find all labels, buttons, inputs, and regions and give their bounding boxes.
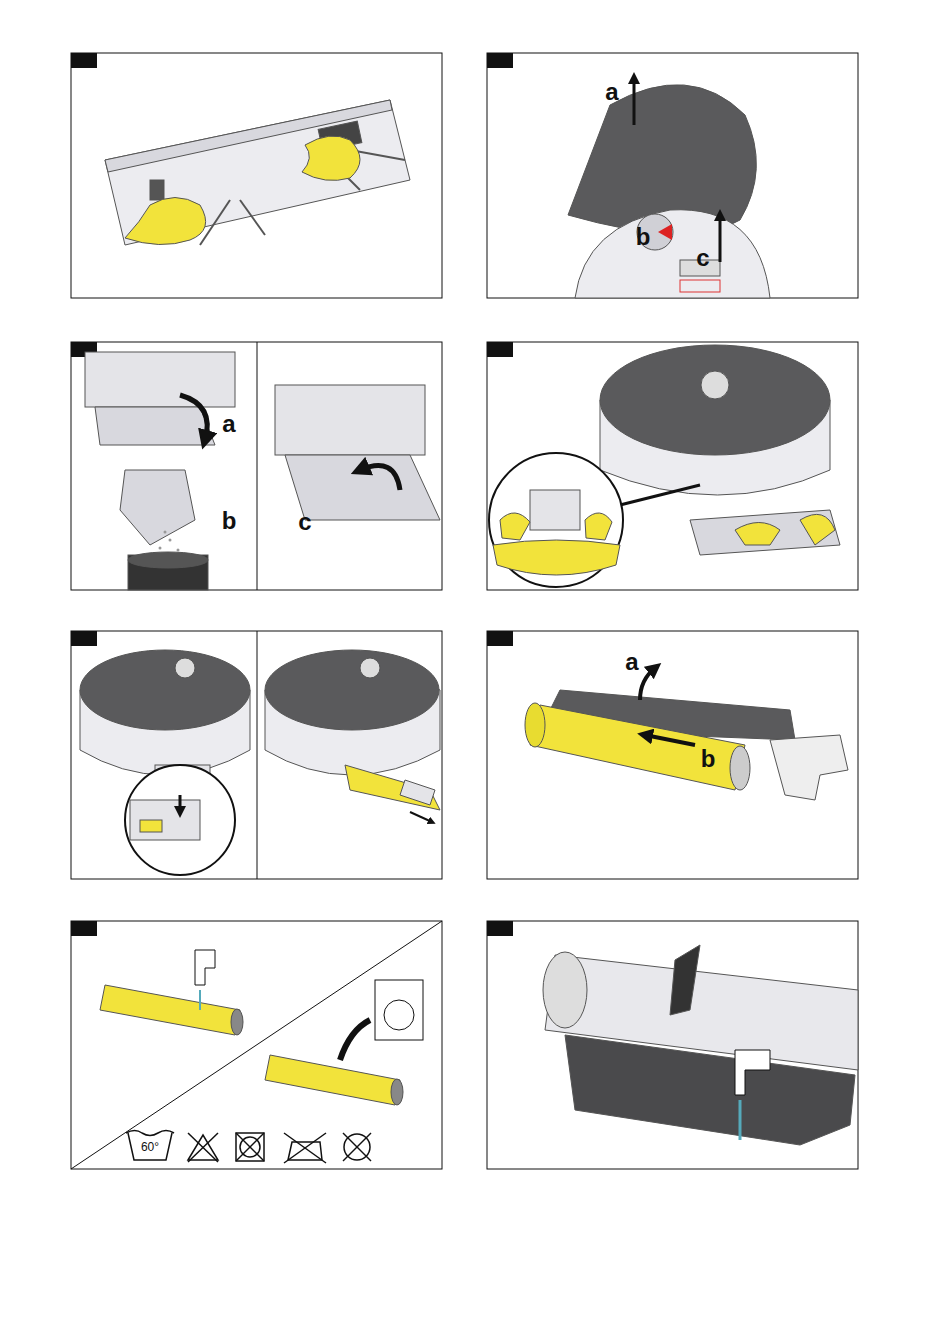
step-letter: b <box>636 225 651 249</box>
wash-temperature: 60° <box>141 1141 159 1153</box>
step-letter: a <box>625 650 638 674</box>
step-letter: a <box>605 80 618 104</box>
step-letter: c <box>696 246 709 270</box>
step-letter: a <box>222 412 235 436</box>
step-letter: b <box>701 747 716 771</box>
step-letter: b <box>222 509 237 533</box>
step-letter: c <box>298 510 311 534</box>
